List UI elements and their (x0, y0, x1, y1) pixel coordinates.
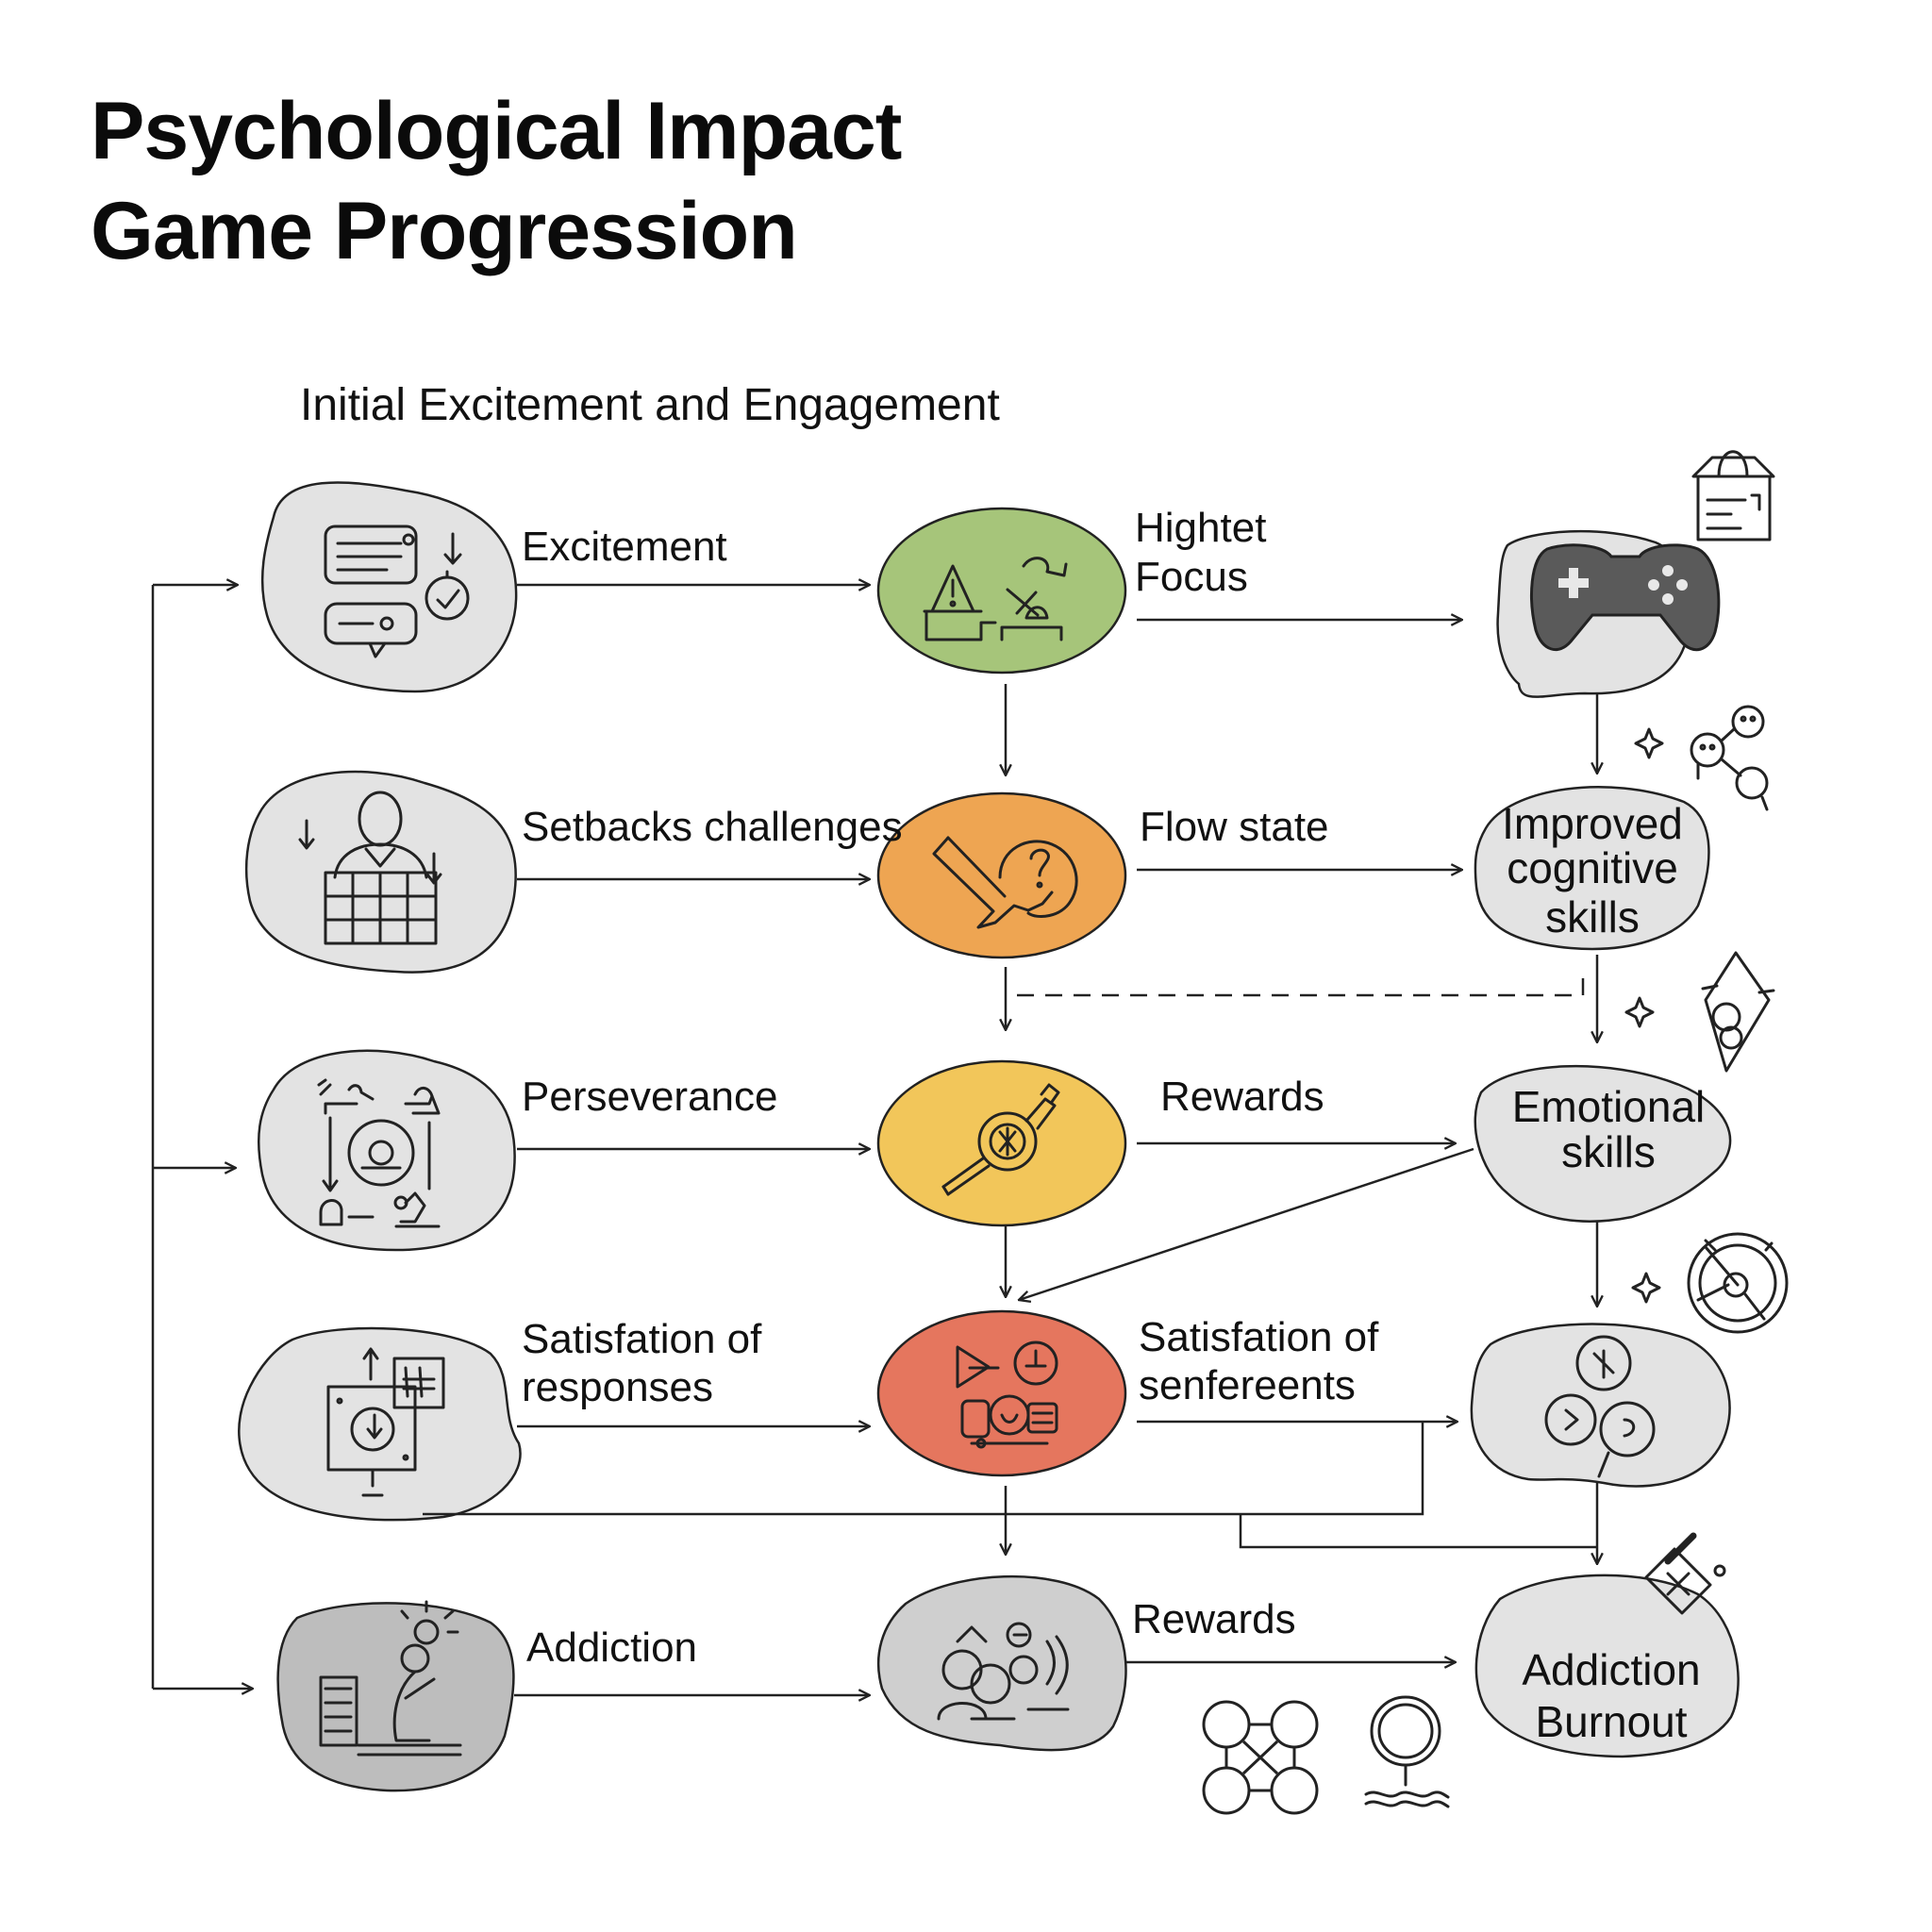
page-title-line2: Game Progression (91, 186, 798, 276)
label-hightet: Hightet (1135, 505, 1267, 551)
node-r3c1 (257, 1049, 516, 1252)
figure-waves-icon (1364, 1695, 1450, 1808)
connectors (151, 585, 1597, 1695)
label-rewards-2: Rewards (1132, 1596, 1296, 1642)
node-r3c2 (876, 1059, 1127, 1227)
node-r3c3 (1474, 1064, 1732, 1223)
group-people-icon (937, 1622, 1070, 1721)
node-r4c2 (876, 1309, 1127, 1477)
person-desk-icon (319, 1600, 462, 1757)
puzzle-question-icon (932, 836, 1078, 929)
diamond-figure-icon (1701, 951, 1775, 1073)
node-improved-line1: Improved (1502, 799, 1683, 848)
label-setbacks: Setbacks challenges (522, 804, 903, 850)
arrow-diagonal-feedback (1019, 1147, 1474, 1300)
key-wrench-icon (941, 1083, 1060, 1196)
alert-focus-icon (923, 557, 1068, 641)
label-flow-state: Flow state (1140, 804, 1329, 850)
shopping-bag-icon (1691, 450, 1775, 541)
cycle-network-icon (317, 1078, 441, 1228)
label-responses-line2: responses (522, 1364, 714, 1410)
label-focus: Focus (1135, 554, 1248, 600)
target-compass-icon (1687, 1232, 1789, 1334)
diagram-subtitle: Initial Excitement and Engagement (300, 380, 1000, 430)
node-improved-line2: cognitive (1507, 843, 1678, 892)
node-emotional-line2: skills (1561, 1127, 1656, 1176)
error-badge-icon (1644, 1532, 1726, 1615)
node-r1c1 (260, 481, 518, 693)
chat-timer-icon (324, 525, 470, 658)
label-rewards-1: Rewards (1160, 1074, 1324, 1120)
node-r2c2 (876, 791, 1127, 959)
node-r4c1 (238, 1326, 522, 1522)
node-r1c2 (876, 507, 1127, 675)
gamepad-icon (1530, 543, 1721, 652)
node-r5c2 (876, 1574, 1127, 1752)
people-network-icon (1690, 705, 1769, 811)
route-bottom-1 (423, 1422, 1424, 1516)
label-satisfation-line1b: Satisfation of (1139, 1314, 1379, 1360)
node-burnout-line2: Burnout (1535, 1697, 1688, 1746)
page-title-line1: Psychological Impact (91, 86, 902, 176)
speech-bubbles-icon (1544, 1335, 1656, 1478)
node-r4c3 (1470, 1323, 1731, 1488)
node-r5c1 (276, 1602, 515, 1792)
node-r2c3 (1474, 786, 1710, 951)
dashed-link (1017, 970, 1585, 997)
route-bottom-2 (1239, 1514, 1597, 1549)
download-frame-icon (326, 1347, 445, 1497)
node-network-icon (1202, 1700, 1319, 1815)
label-senfereents-line2: senfereents (1139, 1362, 1356, 1408)
sparkle-icon (1624, 727, 1664, 1304)
label-perseverance: Perseverance (522, 1074, 778, 1120)
node-improved-line3: skills (1545, 892, 1640, 941)
label-excitement: Excitement (522, 524, 727, 570)
label-satisfation-line1: Satisfation of (522, 1316, 762, 1362)
media-controls-icon (956, 1341, 1058, 1449)
label-addiction: Addiction (526, 1624, 698, 1671)
node-burnout-line1: Addiction (1522, 1645, 1701, 1694)
person-grid-icon (298, 791, 442, 945)
node-emotional-line1: Emotional (1511, 1082, 1706, 1131)
